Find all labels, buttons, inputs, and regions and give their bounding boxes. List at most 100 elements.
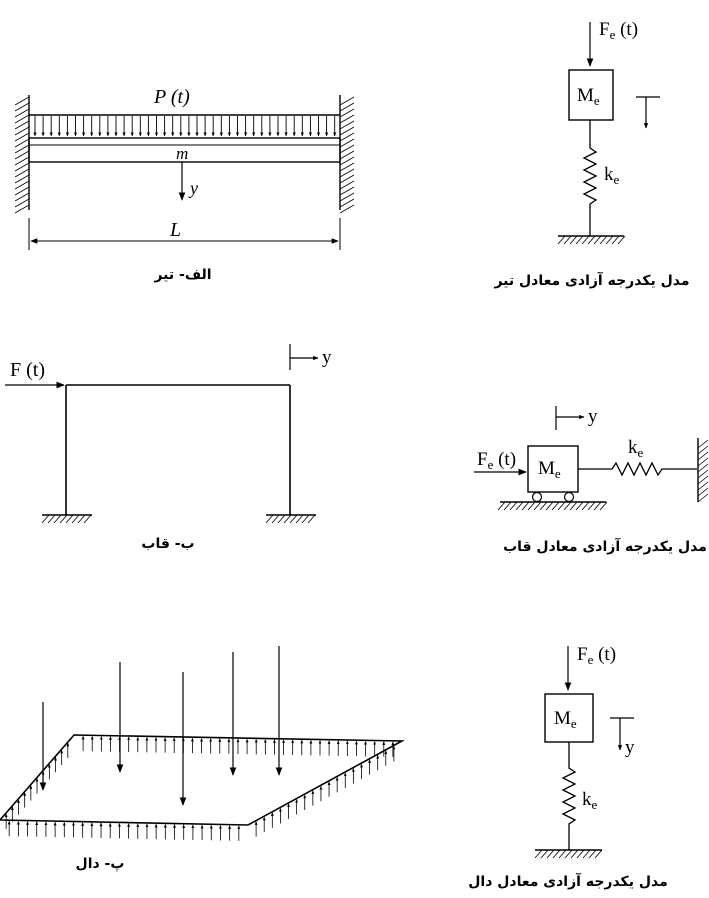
beam-model-ground-hatch-line <box>569 235 578 245</box>
frame-model-wall-hatch-line <box>697 487 709 497</box>
slab-model-ground-hatch-line <box>588 849 597 859</box>
beam-body <box>28 137 341 163</box>
frame-model-ground-hatch-line <box>527 501 536 511</box>
beam-right-hatch-line <box>339 126 355 136</box>
beam-left-hatch-line <box>14 186 30 196</box>
slab-model-spring-label: ke <box>582 789 598 812</box>
frame-model-ground-hatch-line <box>599 501 608 511</box>
beam-left-hatch-line <box>14 126 30 136</box>
frame-model-wall-hatch-line <box>697 481 709 491</box>
beam-left-hatch-line <box>14 120 30 130</box>
slab-model-disp-label: y <box>625 737 635 758</box>
beam-sdof-model: Fe (t) Me ke مدل یکدرجه آزادی معادل تیر <box>493 19 689 289</box>
beam-left-hatch-line <box>14 96 30 106</box>
beam-right-hatch-line <box>339 204 355 214</box>
slab-model-ground-hatch <box>534 849 603 859</box>
frame-model-ground-hatch-line <box>593 501 602 511</box>
beam-right-hatch-line <box>339 120 355 130</box>
beam-length-label: L <box>169 219 181 241</box>
beam-left-hatch-line <box>14 150 30 160</box>
frame-left-hatch-line <box>53 514 62 524</box>
beam-left-hatch-line <box>14 180 30 190</box>
beam-right-hatch-line <box>339 114 355 124</box>
frame-model-wall-hatch-line <box>697 451 709 461</box>
beam-right-hatch-line <box>339 108 355 118</box>
beam-right-hatch-line <box>339 150 355 160</box>
slab-model-force-label: Fe (t) <box>577 644 616 667</box>
slab-model-spring <box>561 742 577 850</box>
frame-model-disp-label: y <box>588 406 598 427</box>
beam-left-hatch-line <box>14 204 30 214</box>
beam-right-hatch-line <box>339 132 355 142</box>
slab-model-ground-hatch-line <box>570 849 579 859</box>
frame-model-wall-hatch-line <box>697 463 709 473</box>
frame-model-spring <box>578 461 697 477</box>
frame-model-ground-hatch-line <box>587 501 596 511</box>
frame-model-wheel-left <box>531 491 543 503</box>
beam-left-hatch-line <box>14 108 30 118</box>
beam-model-ground-hatch <box>557 235 626 245</box>
frame-sdof-model: y Me Fe (t) ke مدل یکدرجه آزادی معادل قا… <box>474 406 709 555</box>
beam-right-hatch-line <box>339 96 355 106</box>
beam-caption: الف- تیر <box>153 267 211 283</box>
slab-model-ground-hatch-line <box>552 849 561 859</box>
beam-left-hatch-line <box>14 198 30 208</box>
frame-caption: ب- قاب <box>141 536 194 552</box>
slab-sdof-model: Fe (t) Me y ke مدل یکدرجه آزادی معادل دا… <box>468 644 668 890</box>
slab-model-ground-hatch-line <box>558 849 567 859</box>
frame-model-ground-hatch-line <box>533 501 542 511</box>
frame-model-ground-hatch-line <box>575 501 584 511</box>
beam-model-ground-hatch-line <box>581 235 590 245</box>
slab-model-caption: مدل یکدرجه آزادی معادل دال <box>468 872 668 890</box>
frame-model-ground-hatch-line <box>515 501 524 511</box>
frame-model-wheel-right <box>563 491 575 503</box>
beam-diagram: P (t) m y L الف- تیر <box>14 86 355 283</box>
frame-disp-label: y <box>322 347 332 368</box>
slab-model-ground-hatch-line <box>534 849 543 859</box>
beam-model-spring <box>582 120 598 236</box>
slab-load-arrows <box>39 646 283 806</box>
frame-model-mass-label: Me <box>538 458 561 481</box>
beam-left-hatch-line <box>14 132 30 142</box>
beam-left-hatch-line <box>14 168 30 178</box>
beam-model-ground-hatch-line <box>593 235 602 245</box>
beam-left-hatch-line <box>14 138 30 148</box>
frame-model-wall-hatch-line <box>697 445 709 455</box>
frame-model-wall-hatch-line <box>697 439 709 449</box>
beam-left-hatch-line <box>14 192 30 202</box>
beam-model-ground-hatch-line <box>599 235 608 245</box>
frame-model-caption: مدل یکدرجه آزادی معادل قاب <box>503 537 707 555</box>
beam-right-hatch-line <box>339 192 355 202</box>
beam-right-hatch-line <box>339 138 355 148</box>
frame-model-ground-hatch <box>497 501 608 511</box>
frame-force-label: F (t) <box>10 359 45 381</box>
beam-right-hatch-line <box>339 162 355 172</box>
frame-model-ground-hatch-line <box>557 501 566 511</box>
frame-left-hatch-line <box>65 514 74 524</box>
frame-left-hatch-line <box>83 514 92 524</box>
frame-model-ground-hatch-line <box>563 501 572 511</box>
frame-diagram: F (t) y ب- قاب <box>5 344 332 552</box>
beam-model-caption: مدل یکدرجه آزادی معادل تیر <box>493 271 689 289</box>
frame-right-hatch-line <box>271 514 280 524</box>
beam-left-hatch-line <box>14 156 30 166</box>
beam-right-hatch-line <box>339 144 355 154</box>
beam-mass-label: m <box>176 144 188 163</box>
frame-model-wall-hatch-line <box>697 475 709 485</box>
beam-load-arrows <box>33 116 337 137</box>
beam-right-hatch-line <box>339 186 355 196</box>
beam-model-ground-hatch-line <box>557 235 566 245</box>
slab-model-ground-hatch-line <box>582 849 591 859</box>
frame-model-ground-hatch-line <box>503 501 512 511</box>
frame-left-hatch-line <box>71 514 80 524</box>
frame-model-force-label: Fe (t) <box>477 449 516 472</box>
frame-model-ground-hatch-line <box>539 501 548 511</box>
frame-left-ground-hatch <box>41 514 92 524</box>
frame-right-hatch-line <box>289 514 298 524</box>
slab-model-ground-hatch-line <box>540 849 549 859</box>
beam-right-hatch <box>339 96 355 214</box>
beam-model-ground-hatch-line <box>575 235 584 245</box>
frame-model-mass-box <box>527 445 579 493</box>
